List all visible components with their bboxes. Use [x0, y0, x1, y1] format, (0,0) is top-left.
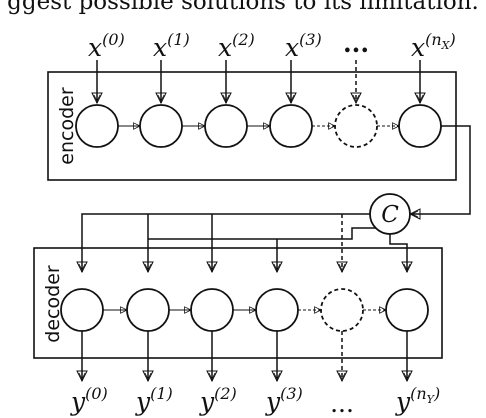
encoder-node-3 — [269, 104, 313, 148]
decoder-node-last — [385, 288, 429, 332]
encoder-input-ellipsis: ... — [343, 29, 369, 58]
context-label: C — [381, 202, 399, 228]
encoder-to-context-arrow — [410, 125, 471, 214]
encoder-node-1 — [139, 104, 183, 148]
encoder-node-2 — [204, 104, 248, 148]
decoder-box — [33, 247, 443, 359]
encoder-input-1: x(1) — [153, 30, 190, 62]
context-broadcast-lines — [82, 213, 407, 272]
decoder-node-3 — [255, 288, 299, 332]
decoder-output-ellipsis: ... — [330, 389, 354, 418]
decoder-node-0 — [60, 288, 104, 332]
decoder-output-3: y(3) — [265, 384, 303, 416]
decoder-node-2 — [190, 288, 234, 332]
decoder-output-2: y(2) — [199, 384, 237, 416]
encoder-input-0: x(0) — [88, 30, 125, 62]
decoder-label: decoder — [42, 265, 64, 343]
encoder-input-arrows — [97, 60, 420, 103]
context-bus-top — [82, 213, 370, 272]
encoder-node-0 — [75, 104, 119, 148]
encoder-node-hidden — [334, 104, 378, 148]
header-text: ggest possible solutions to its limitati… — [7, 0, 479, 15]
decoder-output-labels: y(0) y(1) y(2) y(3) ... y(nY) — [70, 384, 440, 418]
context-to-dec-5 — [389, 234, 407, 272]
decoder-node-hidden — [320, 288, 364, 332]
decoder-output-arrows — [82, 331, 407, 381]
encoder-input-labels: x(0) x(1) x(2) x(3) ... x(nX) — [88, 29, 456, 62]
encoder-node-last — [398, 104, 442, 148]
encoder-input-3: x(3) — [285, 30, 322, 62]
decoder-node-1 — [126, 288, 170, 332]
encoder-input-last: x(nX) — [411, 30, 456, 62]
context-bus-low — [148, 227, 376, 240]
decoder-output-last: y(nY) — [395, 384, 440, 416]
encoder-label: encoder — [56, 87, 78, 165]
decoder-output-0: y(0) — [70, 384, 108, 416]
decoder-output-1: y(1) — [135, 384, 173, 416]
encoder-input-2: x(2) — [218, 30, 255, 62]
